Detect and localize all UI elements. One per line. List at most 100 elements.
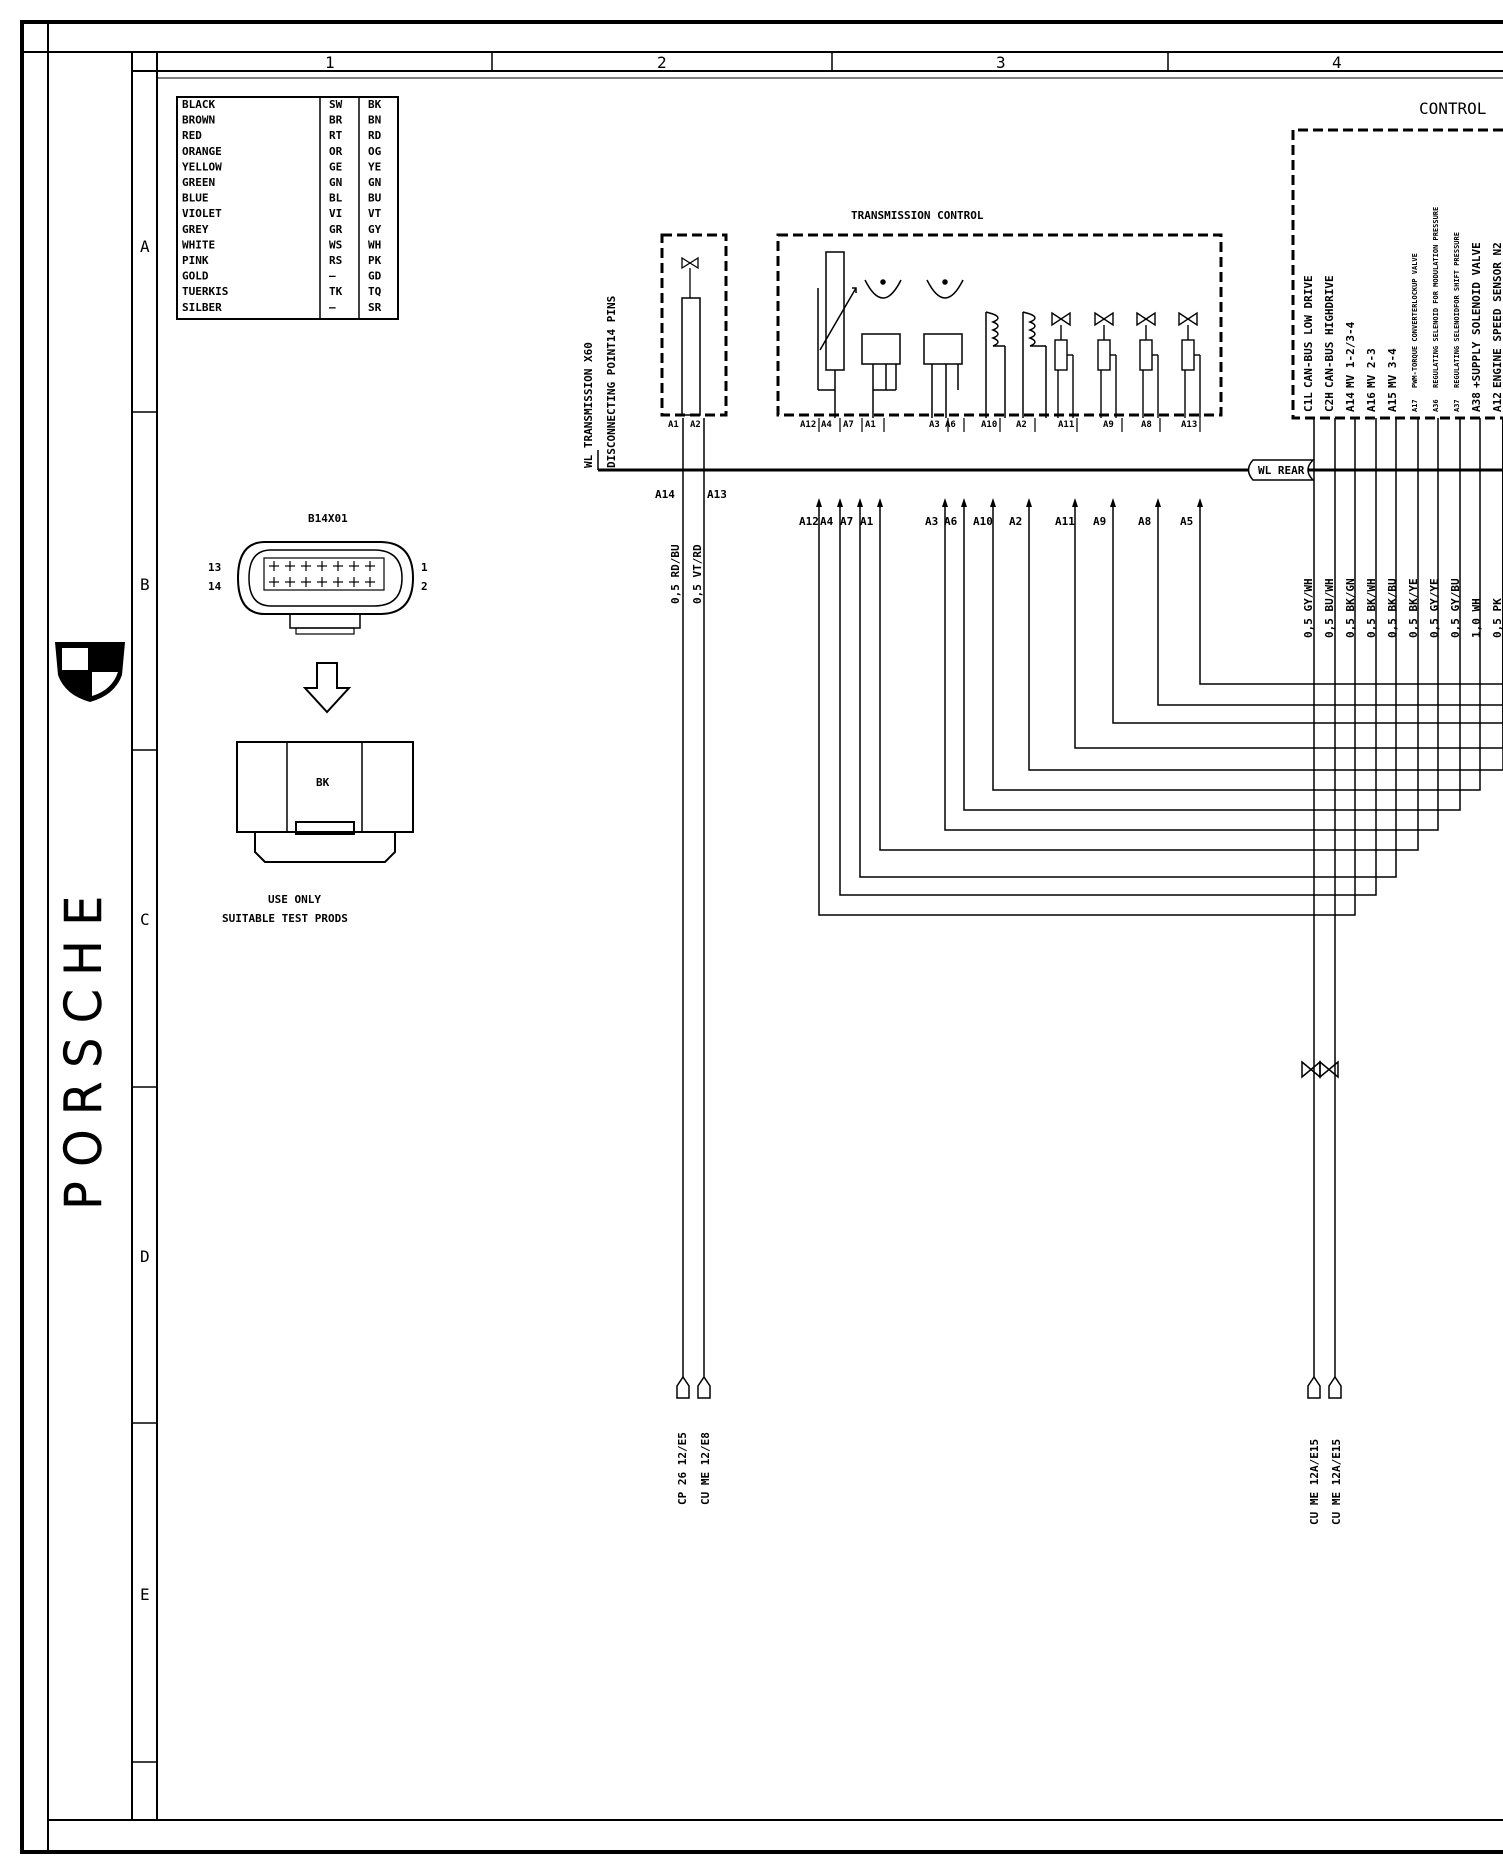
color-code-en: WH — [368, 238, 381, 251]
harness-wl-rear: WL REAR — [598, 459, 1503, 481]
cu-wire-label: 0,5 BK/BU — [1386, 578, 1399, 638]
connector-b14x01: B14X01 13 14 1 2 BK USE ONLY SUITABLE TE… — [208, 512, 428, 925]
color-code-en: BU — [368, 192, 382, 205]
cu-wire-label: 0,5 BK/WH — [1365, 578, 1378, 638]
tc-pin-label-bottom: A4 — [820, 515, 834, 528]
tc-pin-label-top: A1 — [865, 420, 876, 430]
color-code-de: RS — [329, 254, 342, 267]
row-marker-b: B — [140, 575, 150, 594]
wire-label-a14: 0,5 RD/BU — [669, 544, 682, 604]
cu-pin-label: A36 — [1432, 399, 1440, 412]
tc-pin-label-bottom: A10 — [973, 515, 993, 528]
cu-wire-label: 0,5 GY/WH — [1302, 578, 1315, 638]
cu-pin-function: +SUPPLY SOLENOID VALVE — [1470, 242, 1483, 388]
tc-pin-label-top: A4 — [821, 420, 832, 430]
solenoid-valve-icon — [1136, 311, 1159, 418]
disconnecting-point-x60: WL TRANSMISSION X60 DISCONNECTING POINT1… — [582, 233, 728, 470]
cu-wire-label: 1,0 WH — [1470, 598, 1483, 638]
color-code-en: GN — [368, 176, 381, 189]
color-code-de: BL — [329, 192, 343, 205]
color-name: GREY — [182, 223, 209, 236]
tc-pin-label-top: A3 — [929, 420, 940, 430]
column-marker-3: 3 — [996, 53, 1006, 72]
cu-pin-function: ENGINE SPEED SENSOR N2 — [1491, 242, 1503, 388]
color-code-en: YE — [368, 160, 381, 173]
color-code-de: GE — [329, 160, 342, 173]
color-code-en: RD — [368, 129, 382, 142]
transmission-control-unit: TRANSMISSION CONTROL — [776, 209, 1223, 432]
connector-note-2: SUITABLE TEST PRODS — [222, 912, 348, 925]
tc-pin-label-bottom: A1 — [860, 515, 874, 528]
solenoid-coil-icon — [985, 311, 1006, 418]
cu-pin-label: A16 — [1365, 392, 1378, 412]
color-code-en: PK — [368, 254, 382, 267]
disconnect-label-2: DISCONNECTING POINT14 PINS — [605, 296, 618, 468]
color-code-en: SR — [368, 301, 382, 314]
solenoid-valve-icon — [1051, 311, 1074, 418]
row-marker-e: E — [140, 1585, 150, 1604]
tc-pin-label-top: A11 — [1058, 420, 1074, 430]
tc-pin-label-top: A12 — [800, 420, 816, 430]
tc-pin-label-bottom: A11 — [1055, 515, 1075, 528]
cu-wire-label: 0,5 BK/GN — [1344, 578, 1357, 638]
solenoid-coil-icon — [1022, 311, 1047, 418]
cu-pin-label: C2H — [1323, 392, 1336, 412]
cu-wire-label: 0,5 PK — [1491, 598, 1503, 638]
color-name: GOLD — [182, 270, 209, 283]
cu-pin-function: PWM-TORQUE CONVERTERLOCKUP VALVE — [1411, 253, 1419, 388]
connector-housing-color: BK — [316, 776, 330, 789]
tc-pin-label-bottom: A12 — [799, 515, 819, 528]
splice-icon — [1301, 1060, 1339, 1079]
tc-pin-label-bottom: A3 — [925, 515, 938, 528]
tc-pin-label-bottom: A8 — [1138, 515, 1151, 528]
color-name: ORANGE — [182, 145, 222, 158]
color-name: PINK — [182, 254, 209, 267]
tc-pin-label-bottom: A9 — [1093, 515, 1106, 528]
solenoid-valve-icon — [1178, 311, 1201, 418]
disconnect-valve-icon — [681, 256, 699, 298]
disconnect-destination-1: CP 26 12/E5 — [676, 1432, 689, 1505]
color-name: BLUE — [182, 192, 209, 205]
disconnect-wires — [682, 432, 705, 1385]
cu-pin-function: MV 2-3 — [1365, 348, 1378, 388]
connector-pin-13: 13 — [208, 561, 221, 574]
cu-wire-label: 0,5 GY/YE — [1428, 578, 1441, 638]
color-code-de: TK — [329, 285, 343, 298]
color-code-de: SW — [329, 98, 343, 111]
color-name: YELLOW — [182, 160, 222, 173]
terminal-arrow-icon — [1307, 1375, 1342, 1399]
cu-pin-label: A14 — [1344, 392, 1357, 412]
cu-pin-function: MV 1-2/3-4 — [1344, 321, 1357, 388]
connector-pin-2: 2 — [421, 580, 428, 593]
cu-pin-function: REGULATING SELENOIDFOR SHIFT PRESSURE — [1453, 232, 1461, 388]
cu-pin-label: C1L — [1302, 392, 1315, 412]
color-code-de: GR — [329, 223, 343, 236]
color-code-en: VT — [368, 207, 382, 220]
color-name: SILBER — [182, 301, 222, 314]
speed-sensor-icon — [861, 279, 902, 418]
color-name: TUERKIS — [182, 285, 228, 298]
color-name: RED — [182, 129, 202, 142]
cu-pin-label: A12 — [1491, 392, 1503, 412]
wire-label-a13: 0,5 VT/RD — [691, 544, 704, 604]
tc-pin-label-bottom: A5 — [1180, 515, 1193, 528]
disconnect-pin-a13: A13 — [707, 488, 727, 501]
cu-pin-label: A15 — [1386, 392, 1399, 412]
control-destination-2: CU ME 12A/E15 — [1330, 1439, 1343, 1525]
tc-pin-label-bottom: A6 — [944, 515, 958, 528]
color-code-de: WS — [329, 238, 342, 251]
connector-name: B14X01 — [308, 512, 348, 525]
color-code-en: GD — [368, 270, 382, 283]
control-unit-title: CONTROL — [1419, 99, 1486, 118]
connector-note-1: USE ONLY — [268, 893, 321, 906]
sheet-frame — [20, 20, 1503, 1854]
porsche-wordmark: PORSCHE — [56, 882, 112, 1210]
cu-pin-label: A17 — [1411, 399, 1419, 412]
tc-pin-label-bottom: A7 — [840, 515, 853, 528]
tc-pin-label-bottom: A2 — [1009, 515, 1022, 528]
color-name: BLACK — [182, 98, 215, 111]
color-code-de: — — [329, 301, 336, 314]
cu-wire-label: 0,5 BU/WH — [1323, 578, 1336, 638]
